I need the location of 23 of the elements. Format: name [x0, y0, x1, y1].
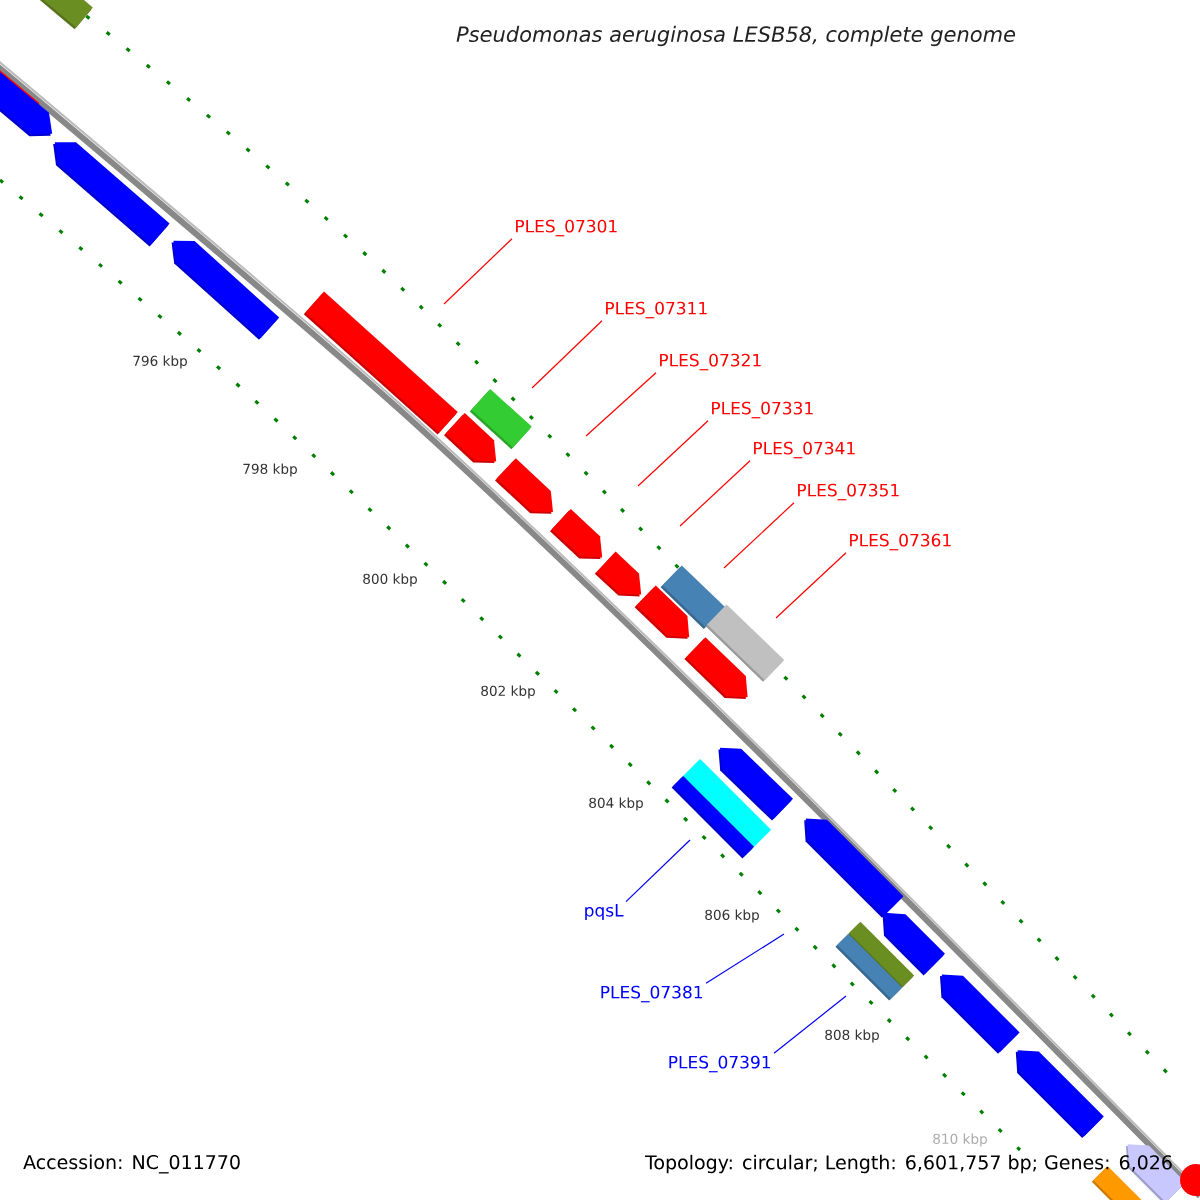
- leader-line: [443, 238, 513, 305]
- footer-text: Topology: circular; Length: 6,601,757 bp; Genes: 6,026: [644, 1154, 1172, 1174]
- gene-label: PLES_07341: [754, 441, 855, 459]
- gene-label: PLES_07311: [606, 301, 707, 319]
- gene-label: PLES_07321: [660, 353, 761, 371]
- footer-text: Accession: NC_011770: [23, 1154, 240, 1174]
- gene-label: PLES_07301: [516, 219, 617, 237]
- leader-line: [531, 320, 603, 389]
- gene-label: PLES_07361: [850, 533, 951, 551]
- gene-label: PLES_07331: [712, 401, 813, 419]
- leader-line: [585, 372, 657, 437]
- leader-line: [773, 995, 847, 1054]
- title: Pseudomonas aeruginosa LESB58, complete genome: [456, 25, 1016, 47]
- gene-label: pqsL: [585, 904, 624, 920]
- leader-line: [723, 502, 795, 569]
- leader-line: [775, 552, 847, 619]
- gene-label: PLES_07381: [601, 985, 703, 1003]
- gene-label: PLES_07391: [669, 1055, 771, 1073]
- leader-line: [637, 420, 709, 487]
- leader-line: [705, 933, 785, 984]
- gene-label: PLES_07351: [798, 483, 899, 501]
- leader-line: [679, 460, 751, 527]
- leader-line: [625, 839, 691, 903]
